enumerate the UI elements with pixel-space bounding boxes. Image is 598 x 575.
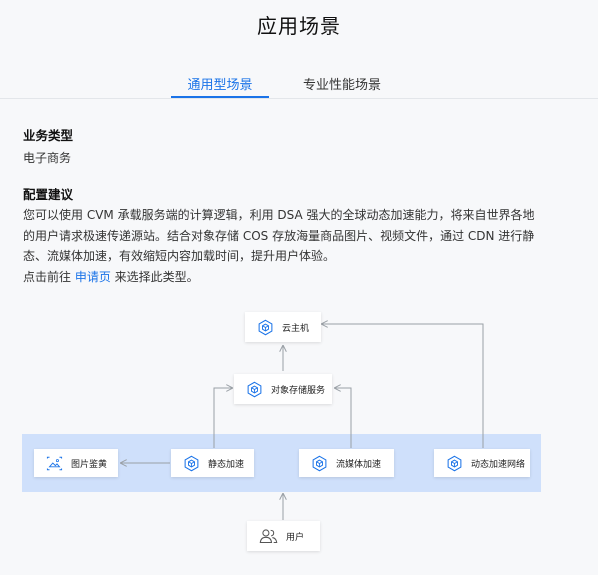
- node-cos: 对象存储服务: [234, 374, 332, 404]
- cube-icon: [258, 319, 273, 335]
- node-static-acceleration: 静态加速: [171, 449, 254, 477]
- cube-icon: [447, 455, 462, 471]
- node-dynamic-acceleration: 动态加速网络: [434, 449, 530, 477]
- node-cos-label: 对象存储服务: [271, 385, 326, 396]
- config-line-2: 的用户请求极速传递源站。结合对象存储 COS 存放海量商品图片、视频文件，通过 …: [23, 228, 535, 243]
- image-review-icon: [46, 456, 63, 470]
- node-user-label: 用户: [286, 532, 305, 543]
- node-image-review-label: 图片鉴黄: [71, 459, 108, 470]
- cube-icon: [312, 455, 327, 471]
- config-line-1: 您可以使用 CVM 承载服务端的计算逻辑，利用 DSA 强大的全球动态加速能力，…: [23, 208, 535, 222]
- node-static-label: 静态加速: [208, 459, 245, 470]
- node-image-review: 图片鉴黄: [34, 449, 118, 477]
- config-cta: 点击前往 申请页 来选择此类型。: [23, 267, 571, 288]
- tab-performance-scenario[interactable]: 专业性能场景: [303, 78, 382, 93]
- node-cvm-label: 云主机: [282, 323, 310, 334]
- scenario-tabs: 通用型场景 专业性能场景: [0, 74, 598, 98]
- business-type-heading: 业务类型: [23, 128, 74, 143]
- apply-page-link[interactable]: 申请页: [74, 269, 111, 284]
- cube-icon: [184, 455, 199, 471]
- cta-suffix: 来选择此类型。: [110, 269, 199, 284]
- tab-general-scenario[interactable]: 通用型场景: [187, 78, 253, 93]
- arrow-media-to-cos: [335, 388, 352, 448]
- arrow-dynamic-to-cvm: [322, 324, 484, 448]
- config-line-3: 态、流媒体加速，有效缩短内容加载时间，提升用户体验。: [23, 249, 336, 263]
- node-media-acceleration: 流媒体加速: [299, 449, 394, 477]
- page-title: 应用场景: [257, 14, 341, 38]
- cube-icon: [247, 381, 262, 397]
- config-heading: 配置建议: [23, 187, 74, 202]
- node-media-label: 流媒体加速: [336, 459, 382, 470]
- arrow-static-to-cos: [213, 388, 232, 448]
- tabs-divider: [0, 98, 598, 99]
- node-cvm: 云主机: [245, 312, 321, 342]
- config-description: 您可以使用 CVM 承载服务端的计算逻辑，利用 DSA 强大的全球动态加速能力，…: [23, 205, 571, 287]
- node-user: 用户: [247, 521, 320, 551]
- cta-prefix: 点击前往: [23, 269, 75, 284]
- users-icon: [259, 529, 278, 543]
- business-type-value: 电子商务: [23, 151, 72, 165]
- node-dynamic-label: 动态加速网络: [471, 459, 526, 470]
- active-tab-indicator: [171, 96, 269, 98]
